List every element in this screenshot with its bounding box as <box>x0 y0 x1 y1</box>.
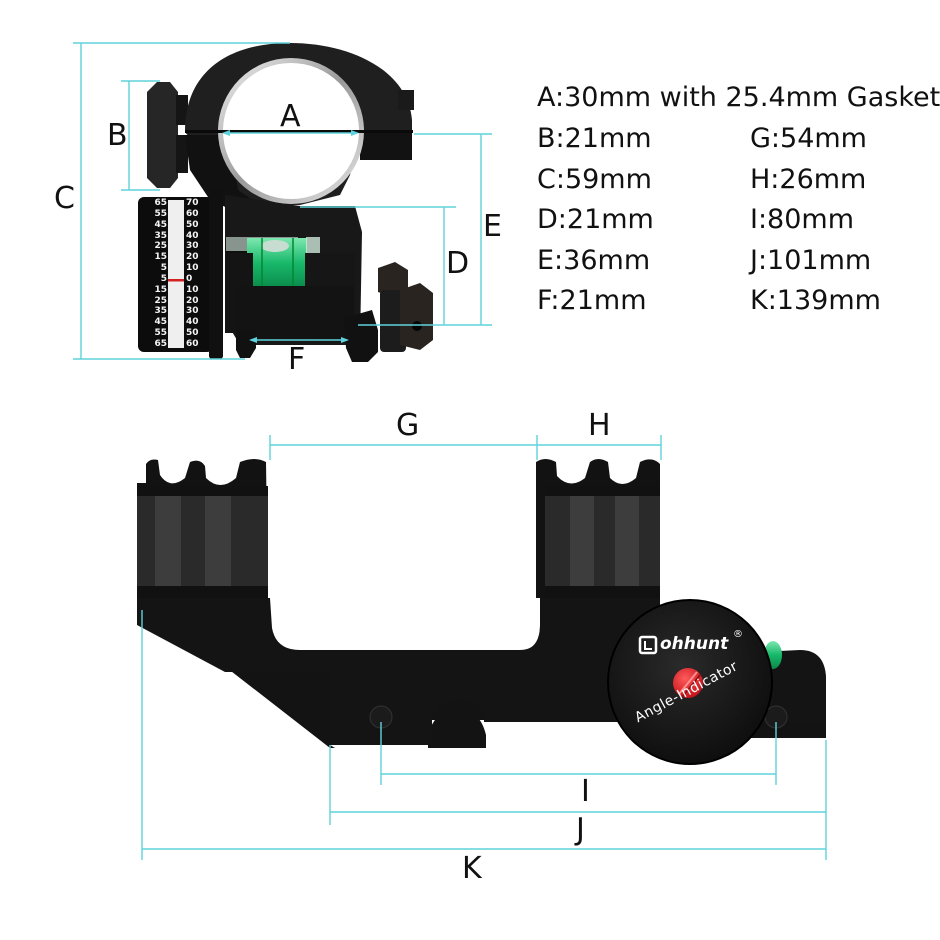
spec-b: B:21mm <box>537 123 652 154</box>
angle-tick-left: 55 <box>154 208 167 219</box>
spec-g: G:54mm <box>750 123 867 154</box>
spec-i: I:80mm <box>750 204 855 235</box>
spec-d: D:21mm <box>537 204 654 235</box>
spec-f: F:21mm <box>537 285 647 316</box>
angle-tick-left: 35 <box>154 306 167 317</box>
label-k: K <box>462 851 482 886</box>
label-h: H <box>588 408 611 443</box>
label-f: F <box>288 342 306 377</box>
spec-h: H:26mm <box>750 164 867 195</box>
label-e: E <box>483 209 502 244</box>
brand-registered-mark: ® <box>733 629 743 640</box>
angle-tick-left: 15 <box>154 284 167 295</box>
angle-tick-right: 30 <box>186 241 199 252</box>
angle-tick-right: 40 <box>186 317 199 328</box>
label-i: I <box>581 774 590 809</box>
angle-tick-left: 25 <box>154 295 167 306</box>
angle-tick-left: 35 <box>154 230 167 241</box>
angle-tick-left: 65 <box>154 198 167 208</box>
angle-tick-right: 70 <box>186 198 199 208</box>
label-d: D <box>446 246 470 281</box>
angle-tick-right: 40 <box>186 230 199 241</box>
angle-tick-right: 50 <box>186 328 199 339</box>
angle-indicator-needle <box>168 279 184 282</box>
angle-tick-right: 10 <box>186 263 199 274</box>
side-view-dimension-lines <box>141 435 827 860</box>
angle-tick-right: 0 <box>186 273 193 284</box>
angle-tick-right: 10 <box>186 284 199 295</box>
label-c: C <box>54 181 75 216</box>
spec-j: J:101mm <box>750 245 872 276</box>
spec-c: C:59mm <box>537 164 652 195</box>
brand-name: ohhunt <box>660 634 729 654</box>
label-a: A <box>280 99 301 134</box>
bubble-level <box>225 237 355 343</box>
angle-tick-right: 50 <box>186 219 199 230</box>
angle-tick-right: 60 <box>186 208 199 219</box>
label-b: B <box>107 118 128 153</box>
rear-ring <box>536 459 660 598</box>
angle-tick-left: 5 <box>160 263 167 274</box>
angle-tick-left: 5 <box>160 273 167 284</box>
ohhunt-logo-icon <box>638 635 658 655</box>
angle-tick-left: 25 <box>154 241 167 252</box>
angle-tick-left: 15 <box>154 252 167 263</box>
spec-e: E:36mm <box>537 245 651 276</box>
spec-k: K:139mm <box>750 285 881 316</box>
angle-tick-left: 65 <box>154 338 167 349</box>
end-view-dimension-lines <box>73 42 492 360</box>
angle-tick-left: 55 <box>154 328 167 339</box>
angle-tick-right: 20 <box>186 252 199 263</box>
angle-scale-drum <box>138 189 223 359</box>
angle-tick-left: 45 <box>154 317 167 328</box>
dimension-arrowheads <box>222 130 359 343</box>
label-j: J <box>576 812 585 847</box>
front-ring <box>137 459 268 600</box>
rail-clamp-feet <box>236 262 433 362</box>
angle-tick-left: 45 <box>154 219 167 230</box>
angle-tick-right: 20 <box>186 295 199 306</box>
angle-indicator-dial <box>607 599 773 765</box>
angle-tick-right: 60 <box>186 338 199 349</box>
spec-a: A:30mm with 25.4mm Gasket <box>537 82 940 113</box>
angle-tick-right: 30 <box>186 306 199 317</box>
label-g: G <box>396 408 420 443</box>
